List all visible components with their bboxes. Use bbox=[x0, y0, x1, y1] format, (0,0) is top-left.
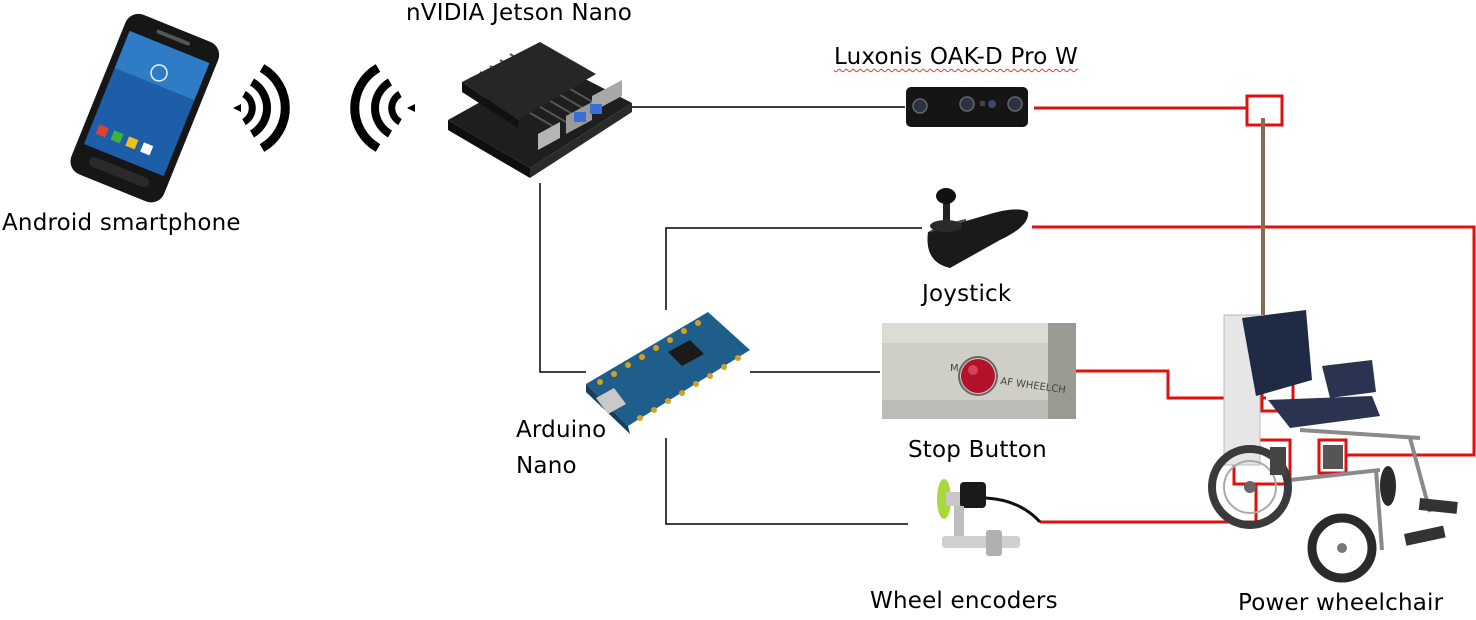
label-wheel-encoders: Wheel encoders bbox=[870, 588, 1058, 614]
svg-text:M: M bbox=[950, 363, 959, 374]
label-arduino-line2: Nano bbox=[516, 453, 577, 479]
smartphone-image bbox=[70, 13, 220, 203]
stop-button-image: M AF WHEELCH bbox=[882, 323, 1076, 419]
label-camera-text: Luxonis OAK-D Pro W bbox=[834, 44, 1078, 70]
arduino-nano-image bbox=[586, 312, 750, 434]
wheelchair-image bbox=[1208, 118, 1458, 583]
black-wires bbox=[539, 106, 922, 525]
wifi-signal-icon bbox=[350, 64, 415, 152]
label-arduino-line1: Arduino bbox=[516, 417, 607, 443]
label-stop-button: Stop Button bbox=[908, 437, 1047, 463]
label-power-wheelchair: Power wheelchair bbox=[1238, 590, 1444, 616]
label-joystick: Joystick bbox=[922, 281, 1012, 307]
wifi-signal-icon bbox=[233, 64, 290, 152]
wheel-encoder-image bbox=[937, 479, 1042, 556]
label-android-smartphone: Android smartphone bbox=[2, 210, 241, 236]
oak-d-camera-image bbox=[906, 87, 1028, 127]
label-jetson-nano: nVIDIA Jetson Nano bbox=[406, 0, 633, 26]
joystick-image bbox=[927, 188, 1029, 268]
jetson-nano-image bbox=[448, 42, 632, 178]
label-camera: Luxonis OAK-D Pro W bbox=[834, 44, 1078, 70]
